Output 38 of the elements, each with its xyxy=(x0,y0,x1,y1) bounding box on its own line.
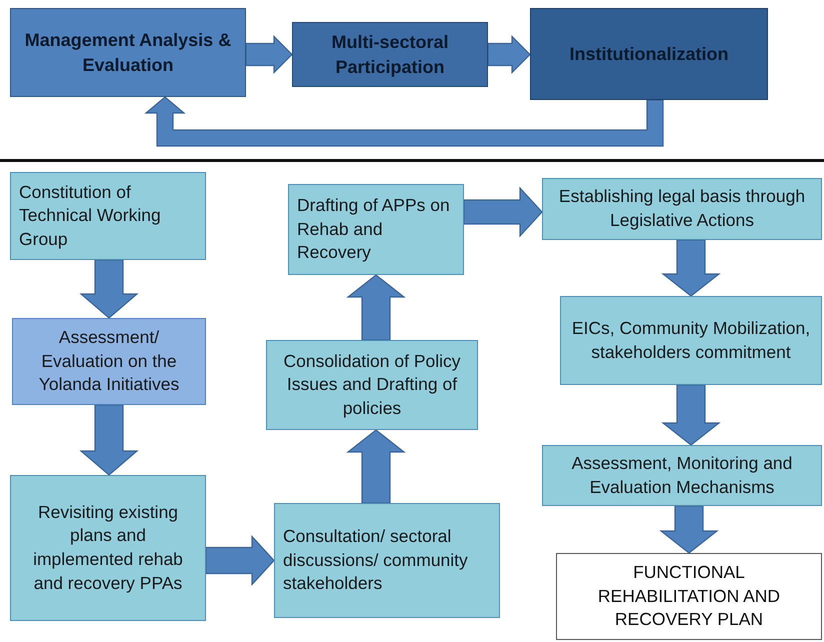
process-box xyxy=(10,8,246,97)
box-label: Management Analysis & Evaluation xyxy=(24,29,232,76)
block-arrow xyxy=(346,274,406,341)
block-arrow xyxy=(346,429,406,504)
process-box xyxy=(10,475,206,621)
block-arrow xyxy=(487,35,531,74)
box-label: Assessment/ Evaluation on the Yolanda Initiatives xyxy=(38,326,180,396)
process-box xyxy=(542,178,822,240)
box-label: Consolidation of Policy Issues and Drafting of policies xyxy=(282,350,462,420)
process-box xyxy=(10,172,206,260)
block-arrow xyxy=(79,404,139,476)
box-label: Assessment, Monitoring and Evaluation Mechanisms xyxy=(570,452,794,498)
process-box xyxy=(542,445,822,506)
block-arrow xyxy=(79,259,139,319)
process-box xyxy=(560,296,822,385)
process-box xyxy=(266,340,478,430)
box-label: Multi-sectoral Participation xyxy=(330,31,450,79)
process-box xyxy=(292,22,488,87)
process-box xyxy=(288,184,464,275)
box-label: Revisiting existing plans and implemented rehab and recovery PPAs xyxy=(32,500,184,595)
block-arrow xyxy=(245,35,293,74)
block-arrow xyxy=(205,534,275,586)
process-box xyxy=(12,318,206,405)
block-arrow xyxy=(661,384,721,446)
process-box xyxy=(274,503,500,618)
process-box xyxy=(530,8,768,100)
box-label: Consultation/ sectoral discussions/ community stakeholders xyxy=(283,525,469,596)
block-arrow xyxy=(659,505,719,554)
block-arrow xyxy=(144,96,664,147)
box-label: Establishing legal basis through Legislative Actions xyxy=(558,185,806,232)
process-box xyxy=(556,553,822,640)
box-label: EICs, Community Mobilization, stakeholders commitment xyxy=(570,316,812,364)
box-label: Drafting of APPs on Rehab and Recovery xyxy=(297,194,451,264)
box-label: Institutionalization xyxy=(570,42,728,66)
box-label: Constitution of Technical Working Group xyxy=(19,180,162,251)
box-label: FUNCTIONAL REHABILITATION AND RECOVERY PLAN xyxy=(596,561,782,632)
block-arrow xyxy=(661,239,721,297)
block-arrow xyxy=(463,186,543,238)
